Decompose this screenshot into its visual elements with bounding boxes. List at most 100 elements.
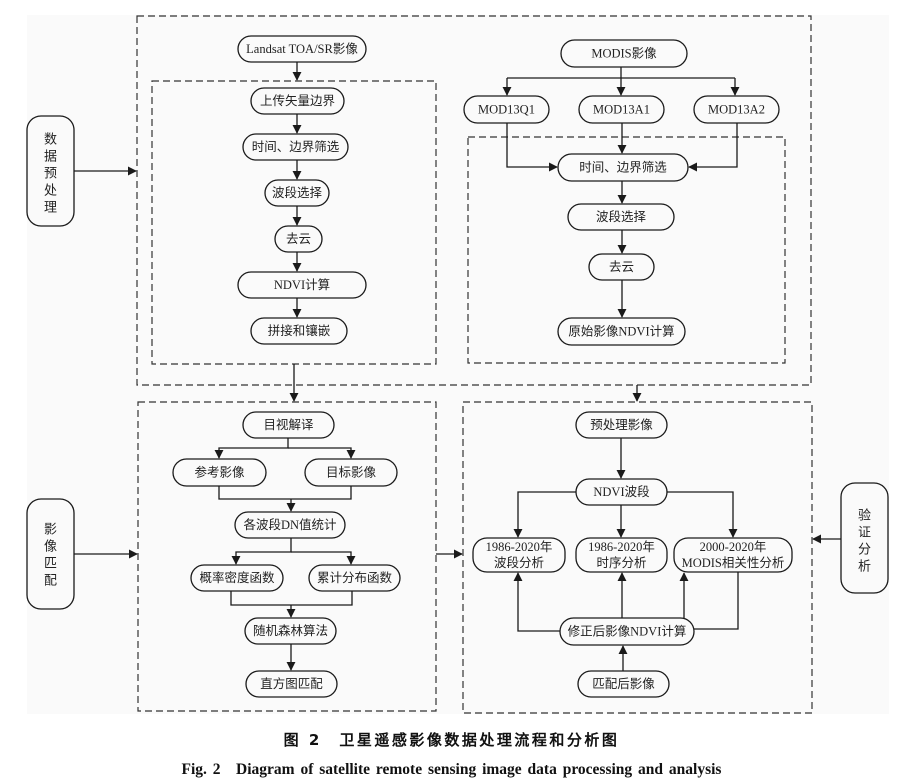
node-shape bbox=[274, 225, 323, 253]
node-modis-raw-ndvi: 原始影像NDVI计算 bbox=[557, 317, 686, 346]
node-shape bbox=[237, 35, 367, 63]
node-shape bbox=[840, 482, 889, 594]
node-shape bbox=[693, 95, 780, 124]
node-mod13q1: MOD13Q1 bbox=[463, 95, 550, 124]
side-char: 匹 bbox=[44, 556, 57, 571]
node-shape bbox=[557, 317, 686, 346]
side-char: 配 bbox=[44, 573, 57, 588]
node-shape bbox=[308, 564, 401, 592]
matching-group bbox=[137, 401, 437, 712]
node-label: 时序分析 bbox=[596, 555, 646, 570]
edge-ndvi-modis bbox=[667, 491, 738, 538]
node-label: MODIS影像 bbox=[591, 47, 657, 61]
node-target-image: 目标影像 bbox=[304, 458, 398, 487]
node-histogram-matching: 直方图匹配 bbox=[245, 670, 338, 698]
node-label: MOD13A1 bbox=[593, 103, 650, 117]
node-shape bbox=[575, 478, 668, 506]
node-label: 匹配后影像 bbox=[592, 677, 655, 691]
edge-dn-pdf bbox=[231, 538, 292, 565]
node-label: 上传矢量边界 bbox=[260, 93, 336, 108]
edge-merge-1 bbox=[218, 486, 352, 500]
node-label: 目视解译 bbox=[263, 417, 314, 432]
figure-caption-en: Fig. 2 Diagram of satellite remote sensi… bbox=[181, 761, 722, 778]
node-label: Landsat TOA/SR影像 bbox=[246, 42, 358, 56]
node-label: 累计分布函数 bbox=[317, 570, 393, 585]
node-pdf: 概率密度函数 bbox=[190, 564, 284, 592]
side-char: 影 bbox=[44, 522, 57, 537]
side-char: 验 bbox=[858, 508, 871, 523]
node-shape bbox=[237, 271, 367, 299]
node-shape bbox=[26, 115, 75, 227]
node-label: 目标影像 bbox=[326, 466, 377, 480]
node-shape bbox=[304, 458, 398, 487]
node-landsat-ndvi: NDVI计算 bbox=[237, 271, 367, 299]
node-shape bbox=[245, 670, 338, 698]
node-label: NDVI计算 bbox=[274, 277, 330, 292]
side-char: 预 bbox=[44, 166, 57, 181]
edge-modis-corr-back bbox=[694, 572, 739, 630]
node-label: 去云 bbox=[609, 260, 634, 274]
node-label: 1986-2020年 bbox=[486, 540, 553, 554]
node-modis-filter: 时间、边界筛选 bbox=[557, 153, 689, 182]
node-label: 概率密度函数 bbox=[199, 570, 275, 585]
node-shape bbox=[472, 537, 566, 573]
node-label: 随机森林算法 bbox=[253, 623, 328, 638]
node-shape bbox=[190, 564, 284, 592]
figure-caption-zh: 图 2 卫星遥感影像数据处理流程和分析图 bbox=[283, 731, 620, 749]
node-shape bbox=[250, 317, 348, 345]
node-label: 修正后影像NDVI计算 bbox=[568, 624, 687, 639]
node-label: 直方图匹配 bbox=[260, 676, 323, 691]
edge-a2-filter bbox=[688, 123, 738, 172]
node-shape bbox=[673, 537, 793, 573]
node-mod13a1: MOD13A1 bbox=[578, 95, 665, 124]
node-shape bbox=[250, 87, 345, 115]
edge-visual-target bbox=[288, 447, 356, 459]
edge-merge-2 bbox=[230, 591, 353, 606]
node-matched-image: 匹配后影像 bbox=[577, 670, 670, 698]
node-label: MODIS相关性分析 bbox=[682, 556, 785, 570]
node-corrected-ndvi: 修正后影像NDVI计算 bbox=[559, 617, 695, 646]
diagram-background bbox=[27, 15, 889, 714]
node-landsat-band-select: 波段选择 bbox=[264, 179, 330, 207]
node-modis-band-select: 波段选择 bbox=[567, 203, 675, 231]
node-shape bbox=[560, 39, 688, 68]
node-shape bbox=[557, 153, 689, 182]
node-label: NDVI波段 bbox=[593, 484, 649, 499]
node-shape bbox=[242, 411, 335, 439]
node-landsat-cloud-removal: 去云 bbox=[274, 225, 323, 253]
node-label: 时间、边界筛选 bbox=[252, 139, 340, 154]
node-shape bbox=[578, 95, 665, 124]
side-char: 数 bbox=[44, 132, 57, 147]
node-landsat-filter: 时间、边界筛选 bbox=[242, 133, 349, 161]
node-shape bbox=[575, 411, 668, 439]
node-shape bbox=[234, 511, 346, 539]
node-modis-cloud-removal: 去云 bbox=[588, 253, 655, 281]
node-dn-statistics: 各波段DN值统计 bbox=[234, 511, 346, 539]
node-cdf: 累计分布函数 bbox=[308, 564, 401, 592]
node-label: 1986-2020年 bbox=[588, 540, 655, 554]
node-mod13a2: MOD13A2 bbox=[693, 95, 780, 124]
node-shape bbox=[588, 253, 655, 281]
modis-processing-group bbox=[467, 136, 786, 364]
node-label: MOD13Q1 bbox=[478, 103, 535, 117]
preprocess-group bbox=[136, 15, 812, 386]
node-label: 原始影像NDVI计算 bbox=[568, 324, 674, 339]
node-preprocessed-image: 预处理影像 bbox=[575, 411, 668, 439]
node-shape bbox=[575, 537, 668, 573]
node-label: 去云 bbox=[286, 232, 311, 246]
node-label: 参考影像 bbox=[194, 465, 245, 480]
node-label: 预处理影像 bbox=[590, 418, 653, 432]
side-char: 证 bbox=[858, 525, 871, 540]
node-upload-boundary: 上传矢量边界 bbox=[250, 87, 345, 115]
node-random-forest: 随机森林算法 bbox=[244, 617, 337, 645]
node-shape bbox=[577, 670, 670, 698]
side-box-matching: 影 像 匹 配 bbox=[26, 498, 75, 610]
edge-ndvi-band bbox=[513, 491, 576, 538]
node-shape bbox=[26, 498, 75, 610]
side-char: 分 bbox=[858, 542, 871, 557]
node-shape bbox=[463, 95, 550, 124]
node-mosaic: 拼接和镶嵌 bbox=[250, 317, 348, 345]
